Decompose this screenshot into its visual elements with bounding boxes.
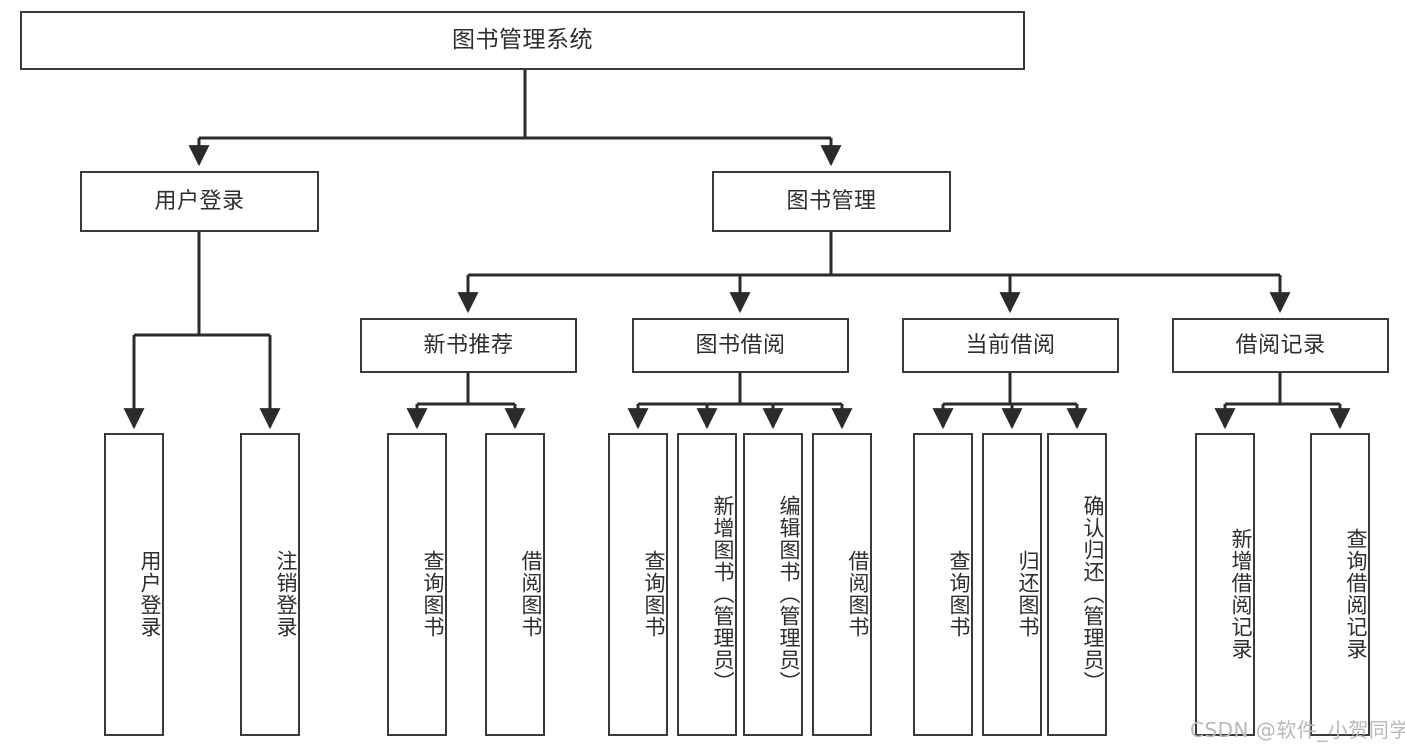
leaf-borrow-book-recommend[interactable]: 借阅图书 [485,433,545,736]
leaf-borrow-book[interactable]: 借阅图书 [812,433,872,736]
node-root-system[interactable]: 图书管理系统 [20,11,1025,70]
node-label: 借阅图书 [846,549,870,638]
node-label: 确认归还（管理员） [1081,494,1105,693]
node-label: 新增图书（管理员） [711,494,735,693]
leaf-query-book-current[interactable]: 查询图书 [913,433,973,736]
csdn-watermark: CSDN @软件_小贺同学 [1190,718,1405,742]
node-label: 查询图书 [947,549,971,638]
node-label: 图书管理系统 [452,26,593,53]
node-new-book-recommend[interactable]: 新书推荐 [360,318,577,373]
node-label: 借阅图书 [519,549,543,638]
leaf-return-book[interactable]: 归还图书 [982,433,1042,736]
leaf-query-book-borrow[interactable]: 查询图书 [608,433,668,736]
leaf-add-book[interactable]: 新增图书（管理员） [677,433,737,736]
node-label: 编辑图书（管理员） [777,494,801,693]
node-label: 图书管理 [786,188,877,214]
node-label: 当前借阅 [965,332,1056,358]
leaf-edit-book[interactable]: 编辑图书（管理员） [743,433,803,736]
leaf-query-book-recommend[interactable]: 查询图书 [387,433,447,736]
node-label: 归还图书 [1016,549,1040,638]
node-label: 图书借阅 [695,332,786,358]
node-book-borrow[interactable]: 图书借阅 [632,318,849,373]
node-label: 新增借阅记录 [1229,527,1253,660]
node-label: 新书推荐 [423,332,514,358]
leaf-add-borrow-record[interactable]: 新增借阅记录 [1195,433,1255,736]
node-book-manage[interactable]: 图书管理 [712,171,951,232]
node-label: 查询图书 [642,549,666,638]
node-label: 查询图书 [421,549,445,638]
node-label: 注销登录 [274,549,298,638]
node-current-borrow[interactable]: 当前借阅 [902,318,1119,373]
leaf-user-login[interactable]: 用户登录 [104,433,164,736]
leaf-query-borrow-record[interactable]: 查询借阅记录 [1310,433,1370,736]
node-label: 查询借阅记录 [1344,527,1368,660]
node-label: 借阅记录 [1235,332,1326,358]
node-user-login[interactable]: 用户登录 [80,171,319,232]
node-borrow-record[interactable]: 借阅记录 [1172,318,1389,373]
leaf-confirm-return[interactable]: 确认归还（管理员） [1047,433,1107,736]
leaf-logout-login[interactable]: 注销登录 [240,433,300,736]
node-label: 用户登录 [138,549,162,638]
node-label: 用户登录 [154,188,245,214]
